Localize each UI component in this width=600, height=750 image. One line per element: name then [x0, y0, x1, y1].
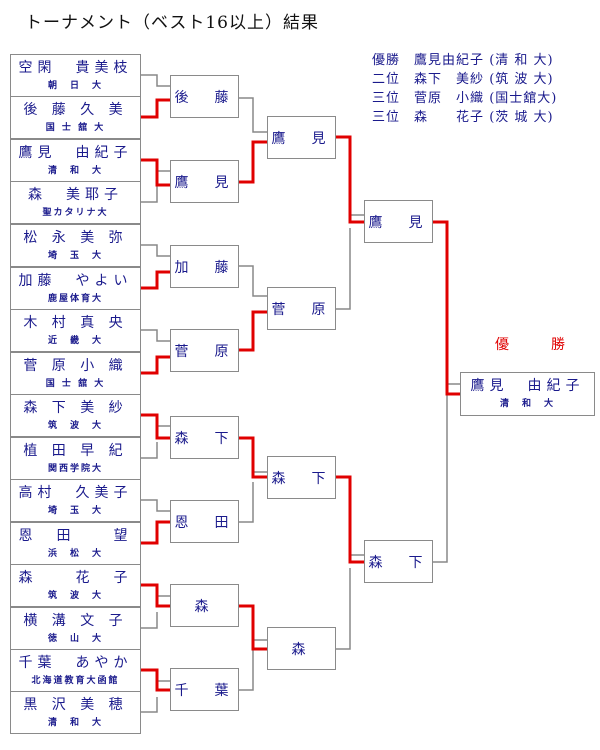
player-entry: 鷹見 由紀子清 和 大 — [10, 139, 141, 182]
round4-winner: 鷹 見 — [364, 200, 433, 243]
champion-team: 清 和 大 — [499, 399, 555, 409]
round3-winner: 森 下 — [267, 456, 336, 499]
summary-row-1st: 優勝 鷹見由紀子 (清 和 大) — [372, 53, 554, 68]
summary-row-3rd-a: 三位 菅原 小織 (国士舘大) — [372, 91, 558, 106]
round4-winner: 森 下 — [364, 540, 433, 583]
winner-label: 優 勝 — [495, 337, 579, 353]
champion-box: 鷹見 由紀子 清 和 大 — [460, 372, 595, 416]
player-entry: 高村 久美子埼 玉 大 — [10, 479, 141, 522]
round2-winner: 加 藤 — [170, 245, 239, 288]
round2-winner: 森 — [170, 584, 239, 627]
round3-winner: 森 — [267, 627, 336, 670]
round2-winner: 森 下 — [170, 416, 239, 459]
player-entry: 恩 田 望浜 松 大 — [10, 522, 141, 565]
results-summary: 優勝 鷹見由紀子 (清 和 大) 二位 森下 美紗 (筑 波 大) 三位 菅原 … — [372, 51, 557, 127]
player-entry: 後 藤 久 美国 士 舘 大 — [10, 96, 141, 139]
player-entry: 黒 沢 美 穂清 和 大 — [10, 691, 141, 734]
round2-winner: 菅 原 — [170, 329, 239, 372]
player-entry: 松 永 美 弥埼 玉 大 — [10, 224, 141, 267]
round2-winner: 鷹 見 — [170, 160, 239, 203]
player-entry: 森 花 子筑 波 大 — [10, 564, 141, 607]
round3-winner: 鷹 見 — [267, 116, 336, 159]
round2-winner: 後 藤 — [170, 75, 239, 118]
round3-winner: 菅 原 — [267, 287, 336, 330]
champion-name: 鷹見 由紀子 — [470, 378, 585, 394]
round2-winner: 千 葉 — [170, 668, 239, 711]
player-entry: 横 溝 文 子徳 山 大 — [10, 607, 141, 650]
summary-row-3rd-b: 三位 森 花子 (茨 城 大) — [372, 110, 554, 125]
summary-row-2nd: 二位 森下 美紗 (筑 波 大) — [372, 72, 554, 87]
player-entry: 空閑 貴美枝朝 日 大 — [10, 54, 141, 97]
player-entry: 菅 原 小 織国 士 舘 大 — [10, 352, 141, 395]
player-entry: 森 下 美 紗筑 波 大 — [10, 394, 141, 437]
player-entry: 植 田 早 紀関西学院大 — [10, 437, 141, 480]
player-entry: 加藤 やよい鹿屋体育大 — [10, 267, 141, 310]
player-entry: 森 美耶子聖カタリナ大 — [10, 181, 141, 224]
player-entry: 千葉 あやか北海道教育大函館 — [10, 649, 141, 692]
round2-winner: 恩 田 — [170, 500, 239, 543]
player-entry: 木 村 真 央近 畿 大 — [10, 309, 141, 352]
page-title: トーナメント（ベスト16以上）結果 — [25, 13, 319, 33]
